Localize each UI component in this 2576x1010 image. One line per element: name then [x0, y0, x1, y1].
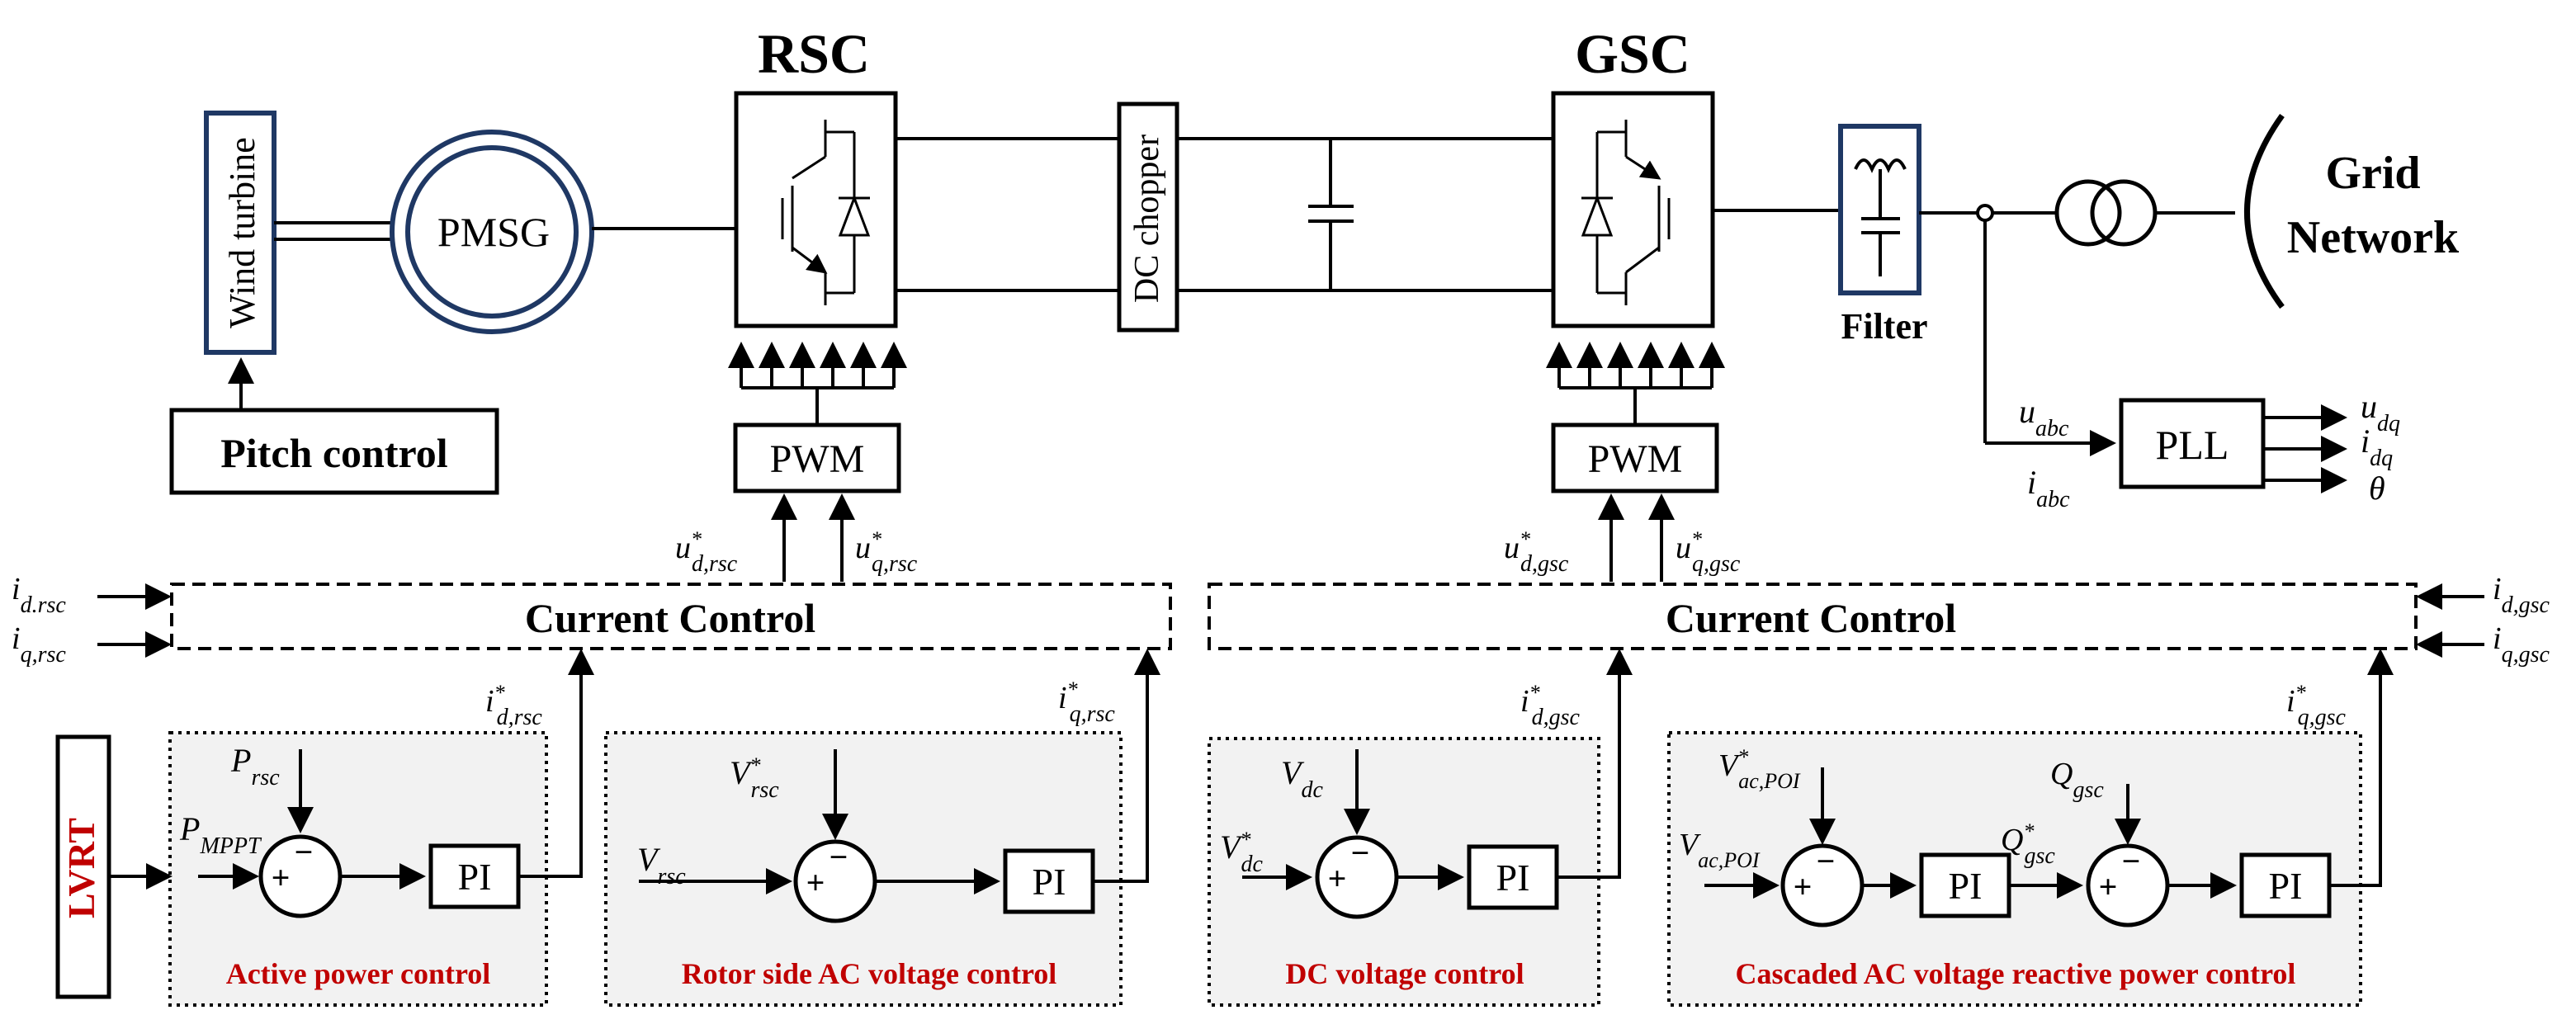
dc-chopper-box [1117, 101, 1179, 333]
rotor-voltage-pi-label: PI [1033, 861, 1066, 903]
active-power-control-title: Active power control [226, 957, 491, 990]
i-d-gsc-ref: i*d,gsc [1520, 681, 1580, 730]
igbt-icon [1581, 120, 1671, 305]
igbt-icon [781, 120, 871, 305]
sum-plus: + [1328, 860, 1347, 897]
theta-output: θ [2369, 470, 2385, 507]
grid-label-line1: Grid [2325, 148, 2420, 199]
grid-label-line2: Network [2287, 212, 2460, 263]
sum-plus: + [806, 864, 825, 901]
gsc-current-control [1208, 583, 2418, 650]
rsc-current-control-label: Current Control [525, 595, 815, 641]
u-d-rsc-ref: u*d,rsc [675, 527, 738, 577]
measurement-node [1976, 204, 1994, 222]
dc-chopper-label: DC chopper [1128, 135, 1166, 303]
sum-plus: + [2099, 868, 2118, 905]
i-q-rsc-input: iq,rsc [12, 621, 66, 668]
capacitor-icon [1861, 217, 1900, 276]
reactive-power-pi-label: PI [2269, 865, 2303, 907]
gsc-pwm-label: PWM [1588, 437, 1683, 481]
sum-minus: − [295, 833, 314, 871]
reactive-power-pi [2239, 852, 2332, 918]
pll-label: PLL [2156, 422, 2229, 468]
pmsg-inner-ring [405, 145, 579, 319]
active-power-pi [428, 843, 521, 909]
cascaded-control-title: Cascaded AC voltage reactive power contr… [1736, 957, 2296, 990]
i-abc-label: iabc [2027, 464, 2070, 512]
rotor-ac-voltage-control-title: Rotor side AC voltage control [682, 957, 1057, 990]
gsc-pwm-box [1551, 422, 1719, 493]
i-d-rsc-input: id.rsc [12, 572, 66, 618]
sum-minus: − [830, 838, 848, 875]
lvrt-box [55, 734, 111, 999]
u-d-gsc-ref: u*d,gsc [1504, 527, 1569, 577]
capacitor-icon [1308, 139, 1354, 290]
grid-symbol [2244, 113, 2285, 309]
i-q-gsc-ref: i*q,gsc [2286, 681, 2346, 730]
rsc-pwm-label: PWM [770, 437, 865, 481]
rsc-title: RSC [758, 22, 870, 85]
pmsg-label: PMSG [437, 209, 550, 255]
gsc-converter [1551, 91, 1715, 328]
sum-plus: + [1794, 868, 1813, 905]
pitch-control-label: Pitch control [220, 430, 448, 476]
i-q-rsc-ref: i*q,rsc [1058, 677, 1115, 727]
i-q-gsc-input: iq,gsc [2493, 621, 2550, 668]
rsc-pwm-box [733, 422, 901, 493]
wind-turbine-box [204, 111, 277, 355]
lvrt-label: LVRT [60, 818, 102, 918]
sum-minus: − [1351, 834, 1370, 871]
wind-turbine-label: Wind turbine [222, 137, 262, 328]
gate-signal-arrows [1546, 342, 1725, 388]
gsc-title: GSC [1575, 22, 1690, 85]
u-q-rsc-ref: u*q,rsc [855, 527, 918, 577]
transformer-icon [2054, 179, 2158, 247]
ac-voltage-pi-label: PI [1949, 865, 1983, 907]
sum-plus: + [272, 859, 291, 896]
dc-voltage-control-title: DC voltage control [1285, 957, 1524, 990]
dc-voltage-pi-label: PI [1496, 857, 1530, 899]
u-abc-label: uabc [2019, 393, 2069, 441]
pitch-control-box [169, 408, 499, 495]
rsc-current-control [170, 583, 1172, 650]
sum-minus: − [1817, 842, 1836, 880]
u-q-gsc-ref: u*q,gsc [1676, 527, 1741, 577]
rsc-converter [734, 91, 898, 328]
i-d-rsc-ref: i*d,rsc [485, 681, 542, 730]
inductor-icon [1854, 158, 1907, 219]
active-power-pi-label: PI [458, 856, 492, 898]
i-d-gsc-input: id,gsc [2493, 572, 2550, 618]
filter-label: Filter [1841, 306, 1927, 347]
pll-box [2119, 398, 2266, 489]
dc-voltage-pi [1467, 844, 1559, 910]
sum-minus: − [2122, 842, 2141, 880]
gate-signal-arrows [728, 342, 907, 388]
gsc-current-control-label: Current Control [1666, 595, 1956, 641]
